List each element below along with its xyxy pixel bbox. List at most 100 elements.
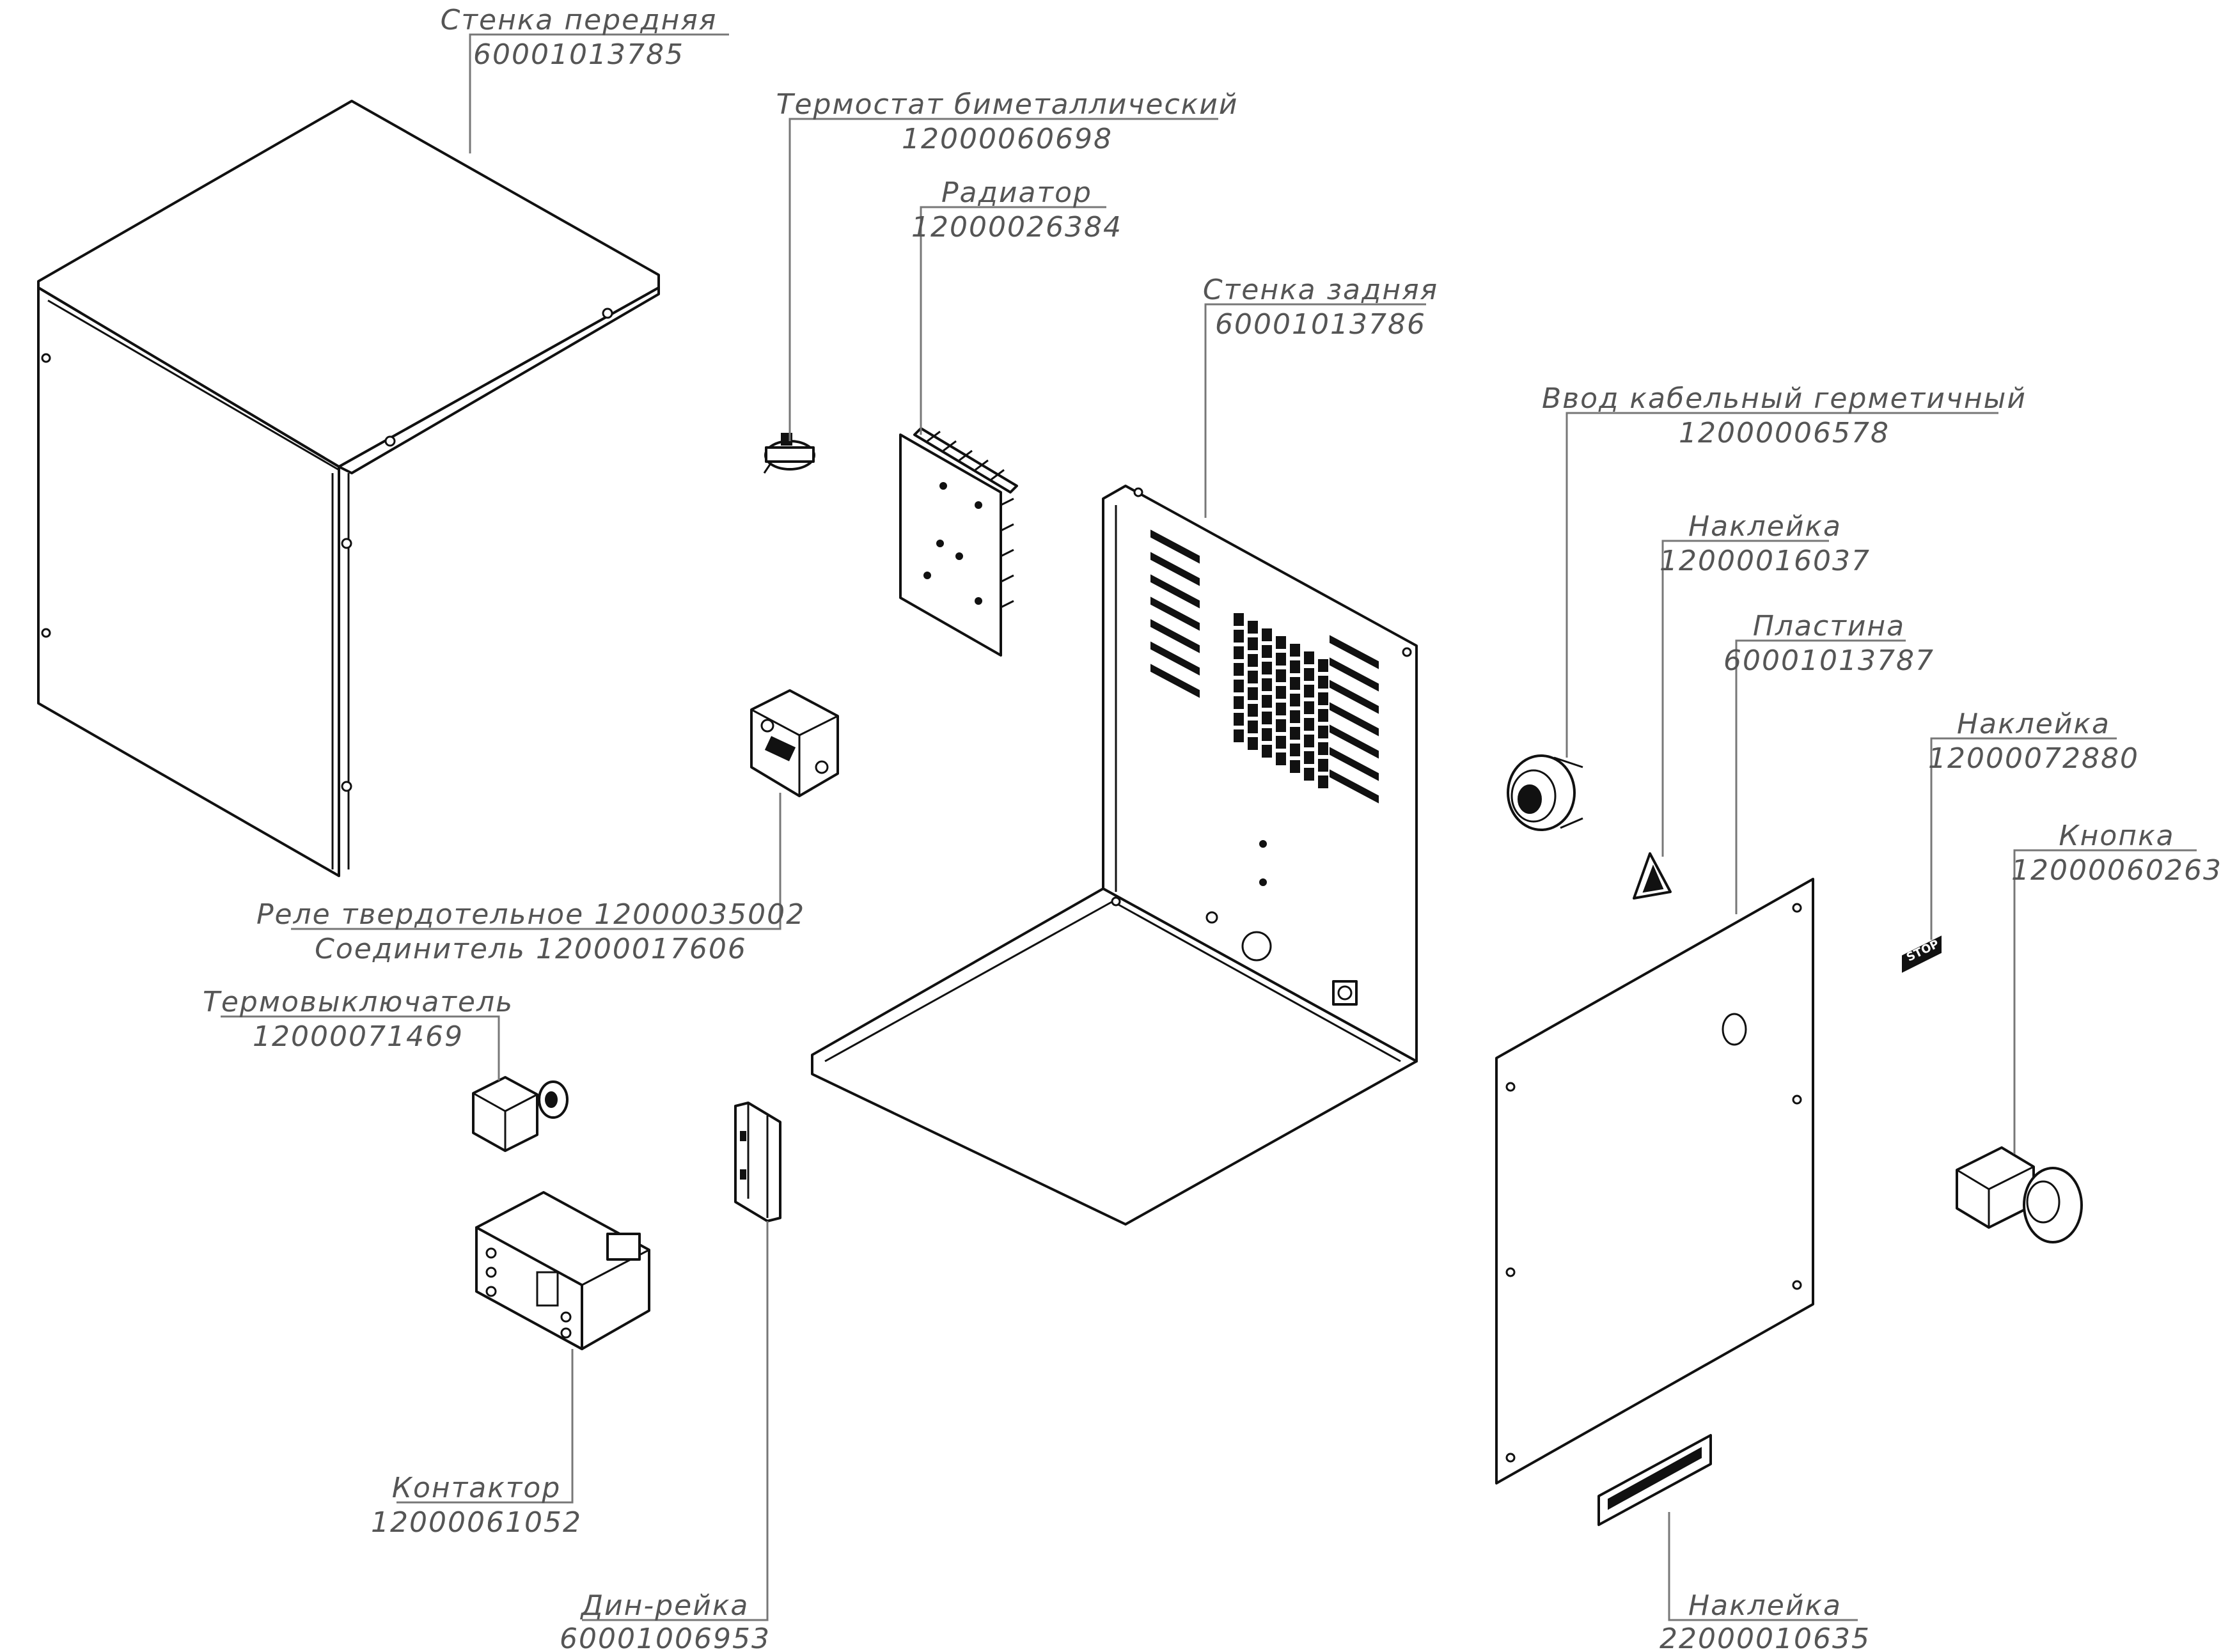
thermal-switch-part (472, 1076, 569, 1152)
vent-hole (1248, 654, 1258, 667)
callout-code-warning-sticker: 12000016037 (1660, 545, 1871, 577)
vent-hole (1234, 630, 1244, 643)
front-wall-part (37, 100, 660, 877)
callout-code-bimetal-thermostat: 12000060698 (902, 123, 1113, 155)
vent-hole (1304, 768, 1314, 781)
vent-hole (1290, 644, 1300, 657)
cable-gland-part (1507, 754, 1583, 831)
callout-code-front-wall: 60001013785 (473, 38, 684, 71)
vent-hole (1318, 775, 1328, 788)
callout-code-thermal-switch: 12000071469 (253, 1020, 464, 1053)
callout-name-nameplate-sticker: Наклейка (1688, 1589, 1842, 1622)
vent-hole (1234, 613, 1244, 626)
vent-hole (1276, 653, 1286, 666)
vent-hole (1318, 676, 1328, 689)
vent-hole (1304, 701, 1314, 714)
vent-hole (1276, 752, 1286, 765)
vent-hole (1318, 742, 1328, 755)
vent-hole (1318, 659, 1328, 672)
vent-hole (1304, 735, 1314, 747)
callout-code-back-wall: 60001013786 (1215, 308, 1426, 341)
vent-hole (1276, 719, 1286, 732)
callout-name-solid-state-relay: Реле твердотельное 12000035002 (256, 898, 805, 931)
vent-hole (1262, 728, 1272, 741)
vent-hole (1248, 721, 1258, 733)
callout-code-connector: Соединитель 12000017606 (315, 933, 747, 965)
vent-hole (1248, 621, 1258, 634)
vent-hole (1290, 710, 1300, 723)
vent-hole (1290, 760, 1300, 773)
vent-hole (1304, 685, 1314, 697)
vent-hole (1234, 646, 1244, 659)
vent-hole (1262, 678, 1272, 691)
vent-hole (1262, 712, 1272, 724)
vent-hole (1262, 745, 1272, 758)
callout-code-radiator: 12000026384 (911, 211, 1122, 244)
callout-name-plate: Пластина (1753, 610, 1905, 643)
solid-state-relay-part (750, 689, 839, 797)
vent-hole (1304, 718, 1314, 731)
vent-hole (1248, 737, 1258, 750)
vent-hole (1276, 636, 1286, 649)
callout-code-push-button: 12000060263 (2011, 854, 2221, 887)
vent-hole (1248, 671, 1258, 683)
callout-name-thermal-switch: Термовыключатель (203, 986, 514, 1018)
vent-hole (1318, 726, 1328, 738)
back-wall-part (811, 485, 1418, 1226)
stop-sticker-part: STOP (1902, 935, 1942, 973)
vent-hole (1248, 637, 1258, 650)
vent-hole (1276, 736, 1286, 749)
plate-part (1495, 878, 1814, 1484)
radiator-part (899, 427, 1018, 657)
callout-name-back-wall: Стенка задняя (1203, 274, 1438, 306)
vent-hole (1290, 727, 1300, 740)
vent-hole (1290, 694, 1300, 706)
vent-hole (1290, 677, 1300, 690)
callout-code-cable-gland: 12000006578 (1679, 417, 1890, 449)
callout-name-din-rail: Дин-рейка (580, 1589, 749, 1622)
vent-hole (1276, 669, 1286, 682)
callout-name-bimetal-thermostat: Термостат биметаллический (776, 88, 1239, 121)
callout-labels: Стенка передняя 60001013785 Термостат би… (203, 4, 2221, 1652)
warning-sticker-part (1633, 852, 1672, 900)
contactor-part (475, 1191, 650, 1350)
callout-name-cable-gland: Ввод кабельный герметичный (1542, 382, 2027, 415)
vent-hole (1234, 663, 1244, 676)
callout-name-warning-sticker: Наклейка (1688, 510, 1842, 543)
callout-name-push-button: Кнопка (2059, 820, 2174, 852)
leader-lines (221, 33, 2197, 1621)
callout-code-nameplate-sticker: 22000010635 (1660, 1623, 1871, 1652)
callout-code-contactor: 12000061052 (371, 1506, 582, 1539)
vent-hole (1276, 703, 1286, 715)
callout-code-plate: 60001013787 (1723, 644, 1935, 677)
vent-hole (1276, 686, 1286, 699)
vent-hole (1234, 713, 1244, 726)
vent-hole (1262, 628, 1272, 641)
vent-hole (1290, 660, 1300, 673)
callout-code-stop-sticker: 12000072880 (1928, 742, 2139, 775)
push-button-part (1956, 1146, 2083, 1243)
vent-hole (1262, 645, 1272, 658)
vent-hole (1234, 729, 1244, 742)
vent-hole (1304, 651, 1314, 664)
vent-hole (1290, 744, 1300, 756)
vent-hole (1234, 680, 1244, 692)
vent-hole (1248, 687, 1258, 700)
vent-hole (1248, 704, 1258, 717)
callout-name-stop-sticker: Наклейка (1957, 708, 2110, 740)
vent-hole (1262, 695, 1272, 708)
vent-hole (1304, 668, 1314, 681)
din-rail-part (734, 1102, 781, 1222)
vent-hole (1234, 696, 1244, 709)
vent-hole (1318, 759, 1328, 772)
callout-name-front-wall: Стенка передняя (441, 4, 718, 36)
vent-hole (1304, 751, 1314, 764)
callout-name-radiator: Радиатор (941, 176, 1092, 209)
vent-hole (1318, 709, 1328, 722)
vent-hole (1318, 692, 1328, 705)
vent-hole (1262, 662, 1272, 674)
callout-code-din-rail: 60001006953 (560, 1623, 771, 1652)
nameplate-sticker-part (1597, 1434, 1712, 1526)
callout-name-contactor: Контактор (392, 1472, 561, 1504)
